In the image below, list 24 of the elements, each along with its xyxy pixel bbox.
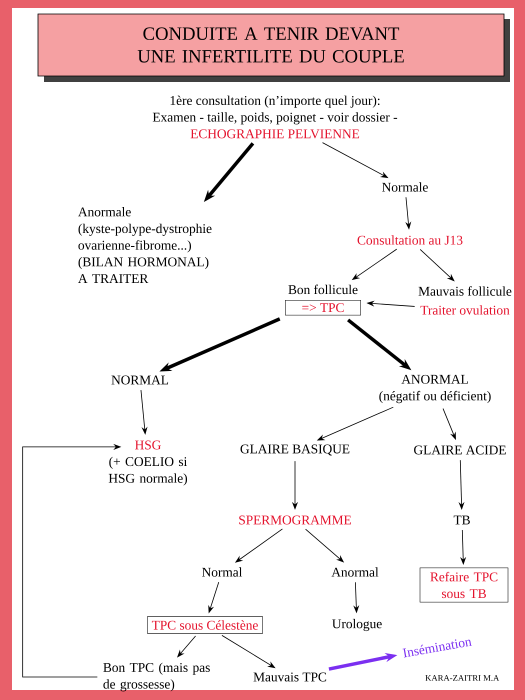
flow-text: GLAIRE ACIDE — [414, 446, 506, 454]
flow-text: SPERMOGRAMME — [239, 516, 351, 524]
flow-text: Mauvais follicule — [418, 286, 512, 296]
flow-text: Insémination — [402, 639, 472, 658]
flow-text: Normale — [382, 182, 428, 192]
flow-text: 1ère consultation (n’importe quel jour): Examen - taille, poids, poignet - voir dossier - ECHOGRAPHIE PELVIENNE — [152, 96, 398, 138]
flow-text: Traiter ovulation — [420, 305, 510, 315]
flow-text: Bon TPC (mais pas de grossesse) — [103, 662, 210, 692]
flow-text: ANORMAL (négatif ou déficient) — [379, 374, 491, 404]
flow-text: Mauvais TPC — [254, 672, 326, 682]
flow-text: Anormale (kyste-polype-dystrophie ovarienne-fibrome...) (BILAN HORMONAL) A TRAITER — [78, 207, 212, 283]
flow-text: TB — [454, 516, 470, 524]
flow-text: HSG (+ COELIO si HSG normale) — [108, 440, 188, 486]
flow-text: Consultation au J13 — [358, 235, 462, 245]
boxed-step: Bon follicule => TPC — [284, 284, 362, 316]
flow-text: Anormal — [331, 567, 378, 577]
title-banner: CONDUITE A TENIR DEVANT UNE INFERTILITE DU COUPLE — [38, 14, 510, 82]
flow-text: Urologue — [332, 618, 382, 632]
step-box: TPC sous Célestène — [147, 616, 263, 634]
author-note: KARA-ZAITRI M.A — [425, 675, 500, 681]
flow-text: GLAIRE BASIQUE — [240, 444, 350, 456]
flow-text: Normal — [202, 567, 242, 577]
flow-text: NORMAL — [111, 376, 168, 384]
step-box: Refaire TPC sous TB — [420, 568, 508, 602]
